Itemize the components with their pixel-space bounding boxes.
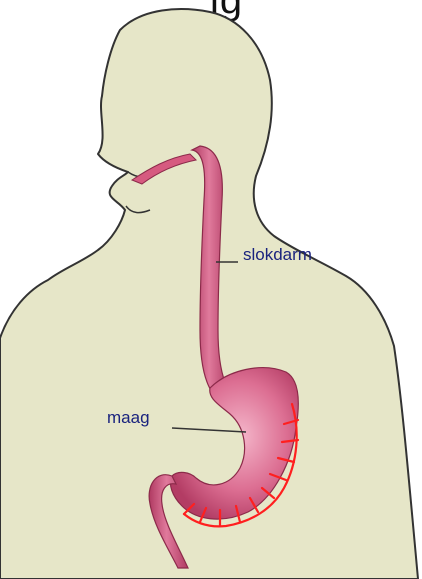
stomach-label: maag — [107, 408, 150, 428]
esophagus-label: slokdarm — [243, 245, 312, 265]
